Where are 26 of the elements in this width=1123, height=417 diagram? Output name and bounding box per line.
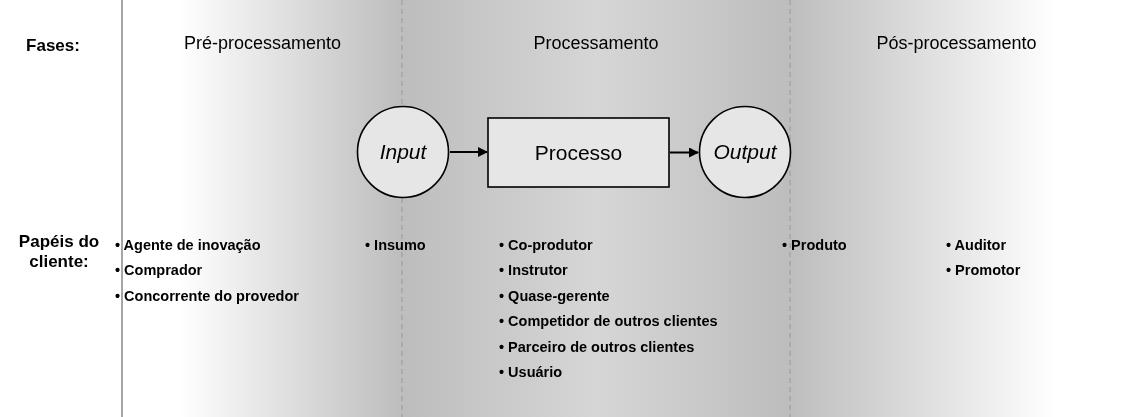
role-item: • Quase-gerente: [499, 288, 610, 304]
node-label: Processo: [534, 140, 623, 165]
phase-heading: Processamento: [532, 33, 660, 54]
node-label: Input: [379, 140, 427, 164]
phase-heading: Pós-processamento: [875, 33, 1038, 54]
circle-node: [698, 105, 792, 199]
role-item: • Auditor: [946, 237, 1007, 253]
role-item: • Instrutor: [499, 262, 568, 278]
role-item: • Competidor de outros clientes: [499, 313, 718, 329]
role-item: • Promotor: [946, 262, 1021, 278]
circle-node: [356, 105, 450, 199]
role-item: • Insumo: [365, 237, 426, 253]
role-item: • Co-produtor: [499, 237, 593, 253]
phase-heading: Pré-processamento: [182, 33, 343, 54]
row-heading: Fases:: [25, 36, 81, 56]
role-item: • Comprador: [115, 262, 203, 278]
role-item: • Usuário: [499, 364, 563, 380]
arrow: [669, 147, 699, 158]
arrow: [449, 147, 488, 157]
role-item: • Produto: [782, 237, 847, 253]
role-item: • Agente de inovação: [115, 237, 261, 253]
process-box: [487, 117, 670, 188]
role-item: • Concorrente do provedor: [115, 288, 299, 304]
row-heading: Papéis do cliente:: [17, 232, 101, 272]
role-item: • Parceiro de outros clientes: [499, 339, 695, 355]
node-label: Output: [713, 140, 777, 164]
